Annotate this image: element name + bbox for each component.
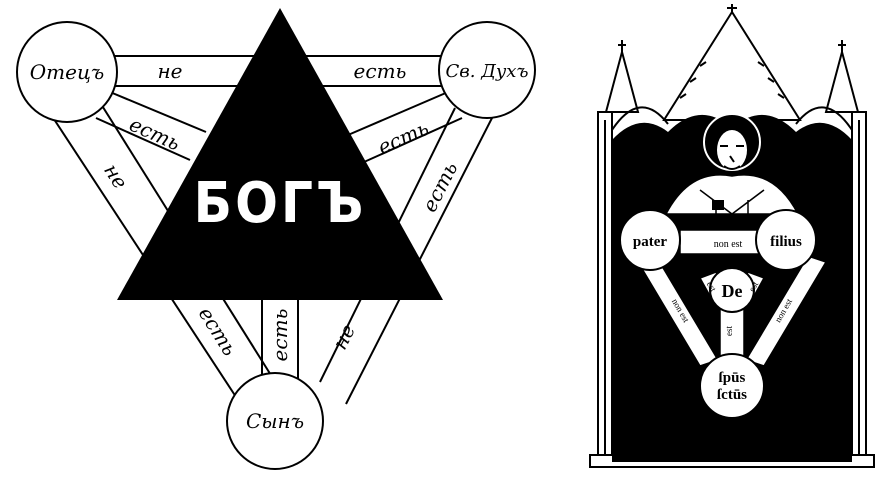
band-label-right-lower-is: есть <box>417 158 462 216</box>
band-label-top-is: есть <box>354 59 407 83</box>
god-triangle <box>117 8 443 300</box>
band-label-top-not: не <box>157 59 182 83</box>
band-label-top-non-est: non est <box>714 239 743 250</box>
band-label-bottom-mid-is: есть <box>268 309 292 362</box>
band-label-bottom-est: est <box>724 326 734 336</box>
band-label-bottom-right-not: не <box>327 320 360 353</box>
filius-node: filius <box>755 209 817 271</box>
deus-node: De <box>709 267 755 313</box>
pater-node: pater <box>619 209 681 271</box>
left-diagram: БОГЪ Отецъ Св. Духъ Сынъ не есть есть не… <box>16 8 536 470</box>
deus-label: De <box>722 281 743 301</box>
band-label-bottom-left-is: есть <box>194 303 242 361</box>
father-label: Отецъ <box>30 60 104 84</box>
god-label: БОГЪ <box>194 171 367 236</box>
spirit-label: Св. Духъ <box>446 61 529 82</box>
son-label: Сынъ <box>246 409 304 433</box>
spiritus-label-2: ſctūs <box>717 387 747 403</box>
band-label-right-upper-is: есть <box>374 116 432 159</box>
father-node: Отецъ <box>16 21 118 123</box>
band-spirit-god <box>347 91 463 163</box>
spiritus-label-1: ſpūs <box>719 370 746 386</box>
filius-label: filius <box>770 234 802 250</box>
band-father-god <box>95 91 207 161</box>
right-diagram: pater filius De ſpūs ſctūs non est est e… <box>589 4 875 468</box>
spirit-node: Св. Духъ <box>438 21 536 119</box>
son-node: Сынъ <box>226 372 324 470</box>
band-label-left-lower-not: не <box>99 159 133 193</box>
pater-label: pater <box>633 234 667 250</box>
spiritus-node: ſpūs ſctūs <box>699 353 765 419</box>
christ-figure <box>664 113 800 215</box>
